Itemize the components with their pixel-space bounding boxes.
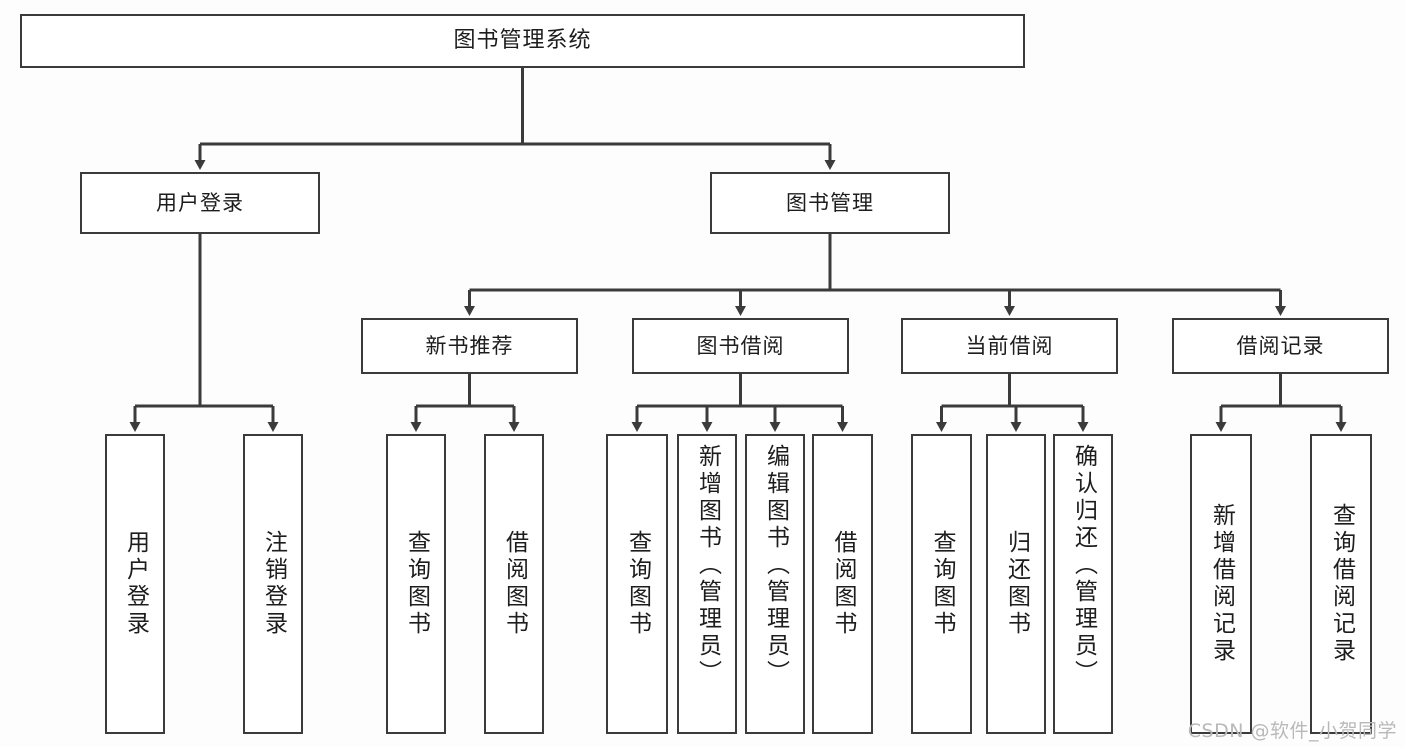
node-new-book-rec[interactable]: 新书推荐 [361,318,578,374]
node-new-book-rec-label: 新书推荐 [425,333,514,358]
node-user-login[interactable]: 用户登录 [80,172,320,234]
node-leaf-add-book[interactable]: 新增图书（管理员） [677,434,737,734]
node-book-borrow-label: 图书借阅 [696,333,785,358]
node-current-borrow-label: 当前借阅 [965,333,1054,358]
node-leaf-borrow-book-1-label: 借阅图书 [501,530,528,638]
node-book-borrow[interactable]: 图书借阅 [632,318,849,374]
node-root[interactable]: 图书管理系统 [20,14,1025,68]
node-leaf-query-book-2-label: 查询图书 [624,530,651,638]
node-book-manage-label: 图书管理 [786,190,874,215]
node-book-manage[interactable]: 图书管理 [710,172,950,234]
node-leaf-borrow-book-2[interactable]: 借阅图书 [812,434,873,734]
node-leaf-query-book-3-label: 查询图书 [929,530,955,638]
node-root-label: 图书管理系统 [453,28,592,54]
node-leaf-borrow-book-1[interactable]: 借阅图书 [484,434,544,734]
node-leaf-logout[interactable]: 注销登录 [243,434,303,734]
node-leaf-add-book-label: 新增图书（管理员） [694,444,721,687]
node-leaf-confirm-return[interactable]: 确认归还（管理员） [1053,434,1113,734]
node-leaf-return-book-label: 归还图书 [1003,530,1030,638]
node-user-login-label: 用户登录 [156,190,244,215]
node-borrow-record-label: 借阅记录 [1236,333,1325,358]
node-leaf-add-record-label: 新增借阅记录 [1208,503,1235,665]
node-leaf-logout-label: 注销登录 [260,530,287,638]
node-leaf-query-book-3[interactable]: 查询图书 [911,434,972,734]
node-borrow-record[interactable]: 借阅记录 [1172,318,1389,374]
node-leaf-query-book-2[interactable]: 查询图书 [606,434,668,734]
node-leaf-query-book-1-label: 查询图书 [403,530,430,638]
node-leaf-confirm-return-label: 确认归还（管理员） [1070,444,1097,687]
node-leaf-user-login[interactable]: 用户登录 [105,434,165,734]
node-leaf-edit-book-label: 编辑图书（管理员） [762,444,789,687]
node-leaf-query-record-label: 查询借阅记录 [1328,503,1355,665]
node-leaf-query-book-1[interactable]: 查询图书 [386,434,446,734]
node-leaf-borrow-book-2-label: 借阅图书 [830,530,856,638]
node-leaf-user-login-label: 用户登录 [122,530,149,638]
node-leaf-return-book[interactable]: 归还图书 [986,434,1046,734]
node-leaf-query-record[interactable]: 查询借阅记录 [1310,434,1372,734]
node-leaf-edit-book[interactable]: 编辑图书（管理员） [745,434,805,734]
node-current-borrow[interactable]: 当前借阅 [901,318,1118,374]
node-leaf-add-record[interactable]: 新增借阅记录 [1190,434,1252,734]
